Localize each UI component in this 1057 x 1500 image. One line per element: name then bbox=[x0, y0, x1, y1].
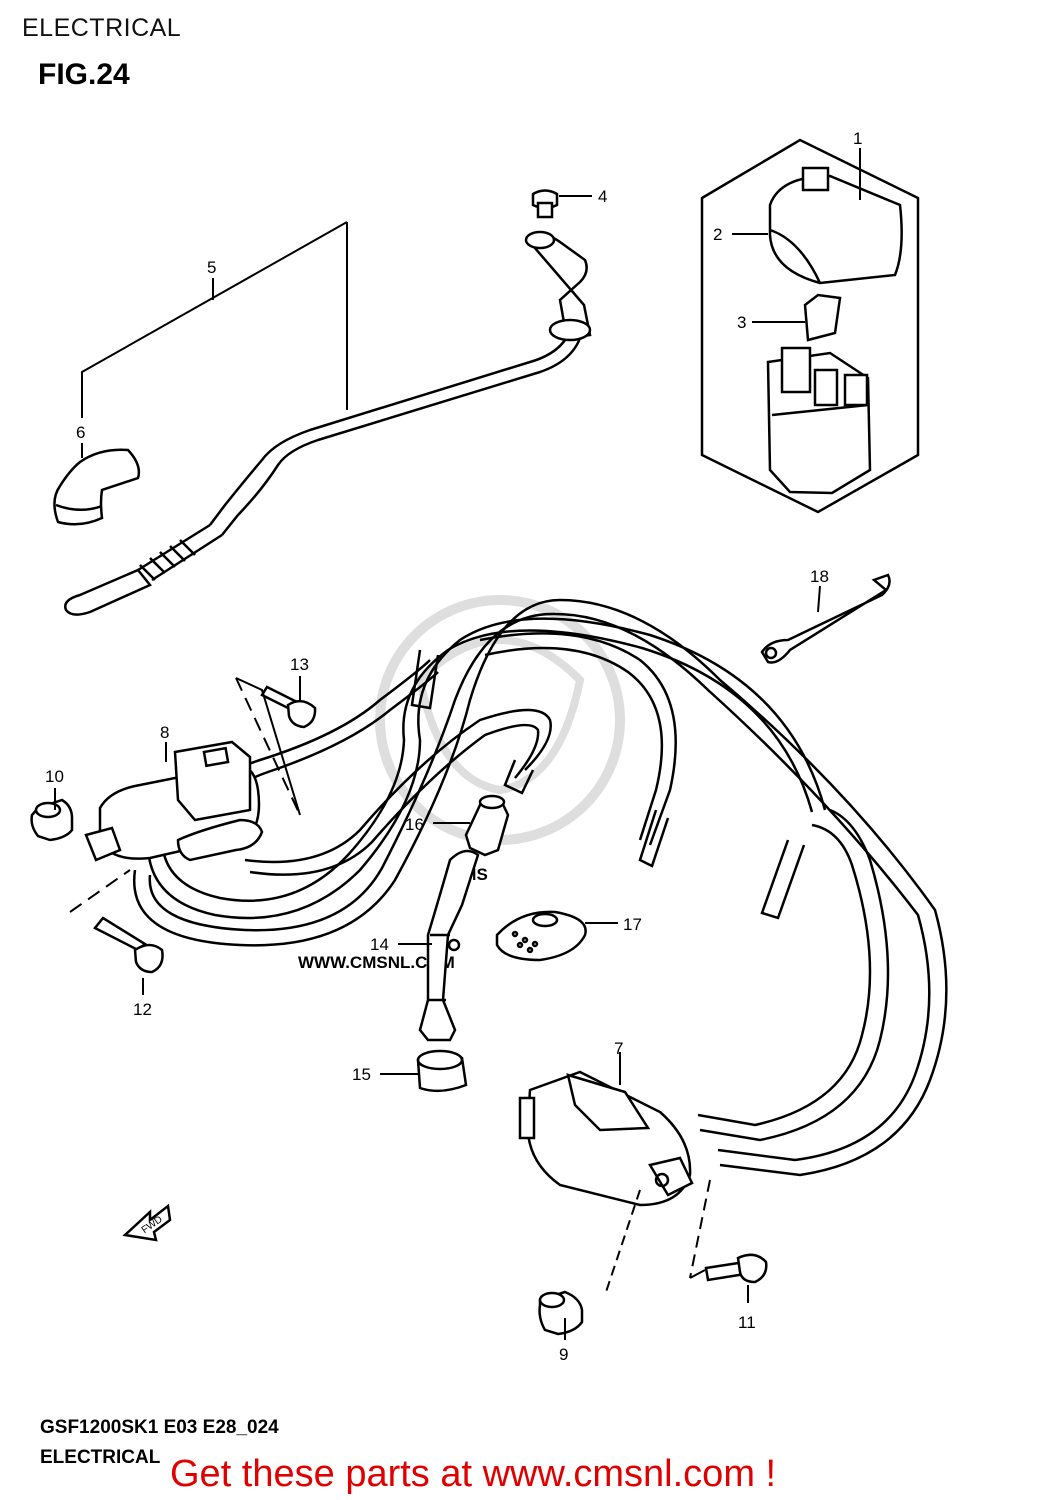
joint-part-16 bbox=[464, 794, 510, 857]
bolt-part-11 bbox=[704, 1253, 768, 1284]
callout-8: 8 bbox=[160, 723, 169, 742]
ignition-coil-part-7 bbox=[518, 1070, 694, 1207]
callout-7: 7 bbox=[614, 1039, 623, 1058]
model-code: GSF1200SK1 E03 E28_024 bbox=[40, 1417, 279, 1438]
cap-part-10 bbox=[30, 798, 74, 842]
callout-3: 3 bbox=[737, 313, 746, 332]
callout-6: 6 bbox=[76, 423, 85, 442]
callout-labels: 1 2 3 4 5 6 7 8 9 10 11 12 13 14 15 16 1… bbox=[45, 129, 862, 1364]
section-title: ELECTRICAL bbox=[22, 14, 182, 42]
callout-5: 5 bbox=[207, 258, 216, 277]
plug-cap-part-14 bbox=[418, 849, 480, 1042]
callout-9: 9 bbox=[559, 1345, 568, 1364]
callout-13: 13 bbox=[290, 655, 309, 674]
callout-15: 15 bbox=[352, 1065, 371, 1084]
plug-cap-lead-assembly bbox=[53, 189, 592, 616]
callout-1: 1 bbox=[853, 129, 862, 148]
callout-14: 14 bbox=[370, 935, 389, 954]
figure-label: FIG.24 bbox=[38, 58, 130, 91]
bolt-part-12 bbox=[93, 916, 164, 974]
grommet-part-15 bbox=[416, 1049, 468, 1093]
callout-10: 10 bbox=[45, 767, 64, 786]
callout-2: 2 bbox=[713, 225, 722, 244]
holder-part-17 bbox=[495, 910, 587, 962]
alignment-lines bbox=[69, 677, 711, 1296]
lead-wire bbox=[209, 324, 574, 526]
ignition-coil-part-8 bbox=[84, 740, 264, 862]
kit-bounding-box bbox=[700, 138, 920, 514]
bolt-part-13 bbox=[260, 685, 317, 729]
fuse-part bbox=[803, 293, 842, 342]
forward-direction-arrow: FWD bbox=[122, 1203, 172, 1242]
callout-16: 16 bbox=[405, 815, 424, 834]
screw-part-4 bbox=[531, 189, 559, 219]
cap-part-9 bbox=[538, 1290, 584, 1336]
callout-18: 18 bbox=[810, 567, 829, 586]
starter-relay-part bbox=[766, 346, 872, 495]
callout-11: 11 bbox=[738, 1313, 756, 1332]
starter-relay-kit bbox=[700, 138, 920, 514]
callout-17: 17 bbox=[623, 915, 642, 934]
callout-12: 12 bbox=[133, 1000, 152, 1019]
leader-lines bbox=[54, 148, 861, 1340]
plug-cap-elbow bbox=[53, 448, 141, 526]
lead-terminal bbox=[64, 568, 152, 616]
promo-link[interactable]: Get these parts at www.cmsnl.com ! bbox=[170, 1453, 777, 1495]
lead-spring bbox=[137, 523, 223, 582]
relay-cover-part bbox=[768, 166, 903, 285]
lead-eyelet bbox=[524, 230, 592, 342]
bracket-part-18 bbox=[760, 573, 891, 664]
footer-section-label: ELECTRICAL bbox=[40, 1447, 161, 1468]
watermark-url-text: WWW.CMSNL.COM bbox=[298, 953, 455, 972]
callout-4: 4 bbox=[598, 187, 607, 206]
